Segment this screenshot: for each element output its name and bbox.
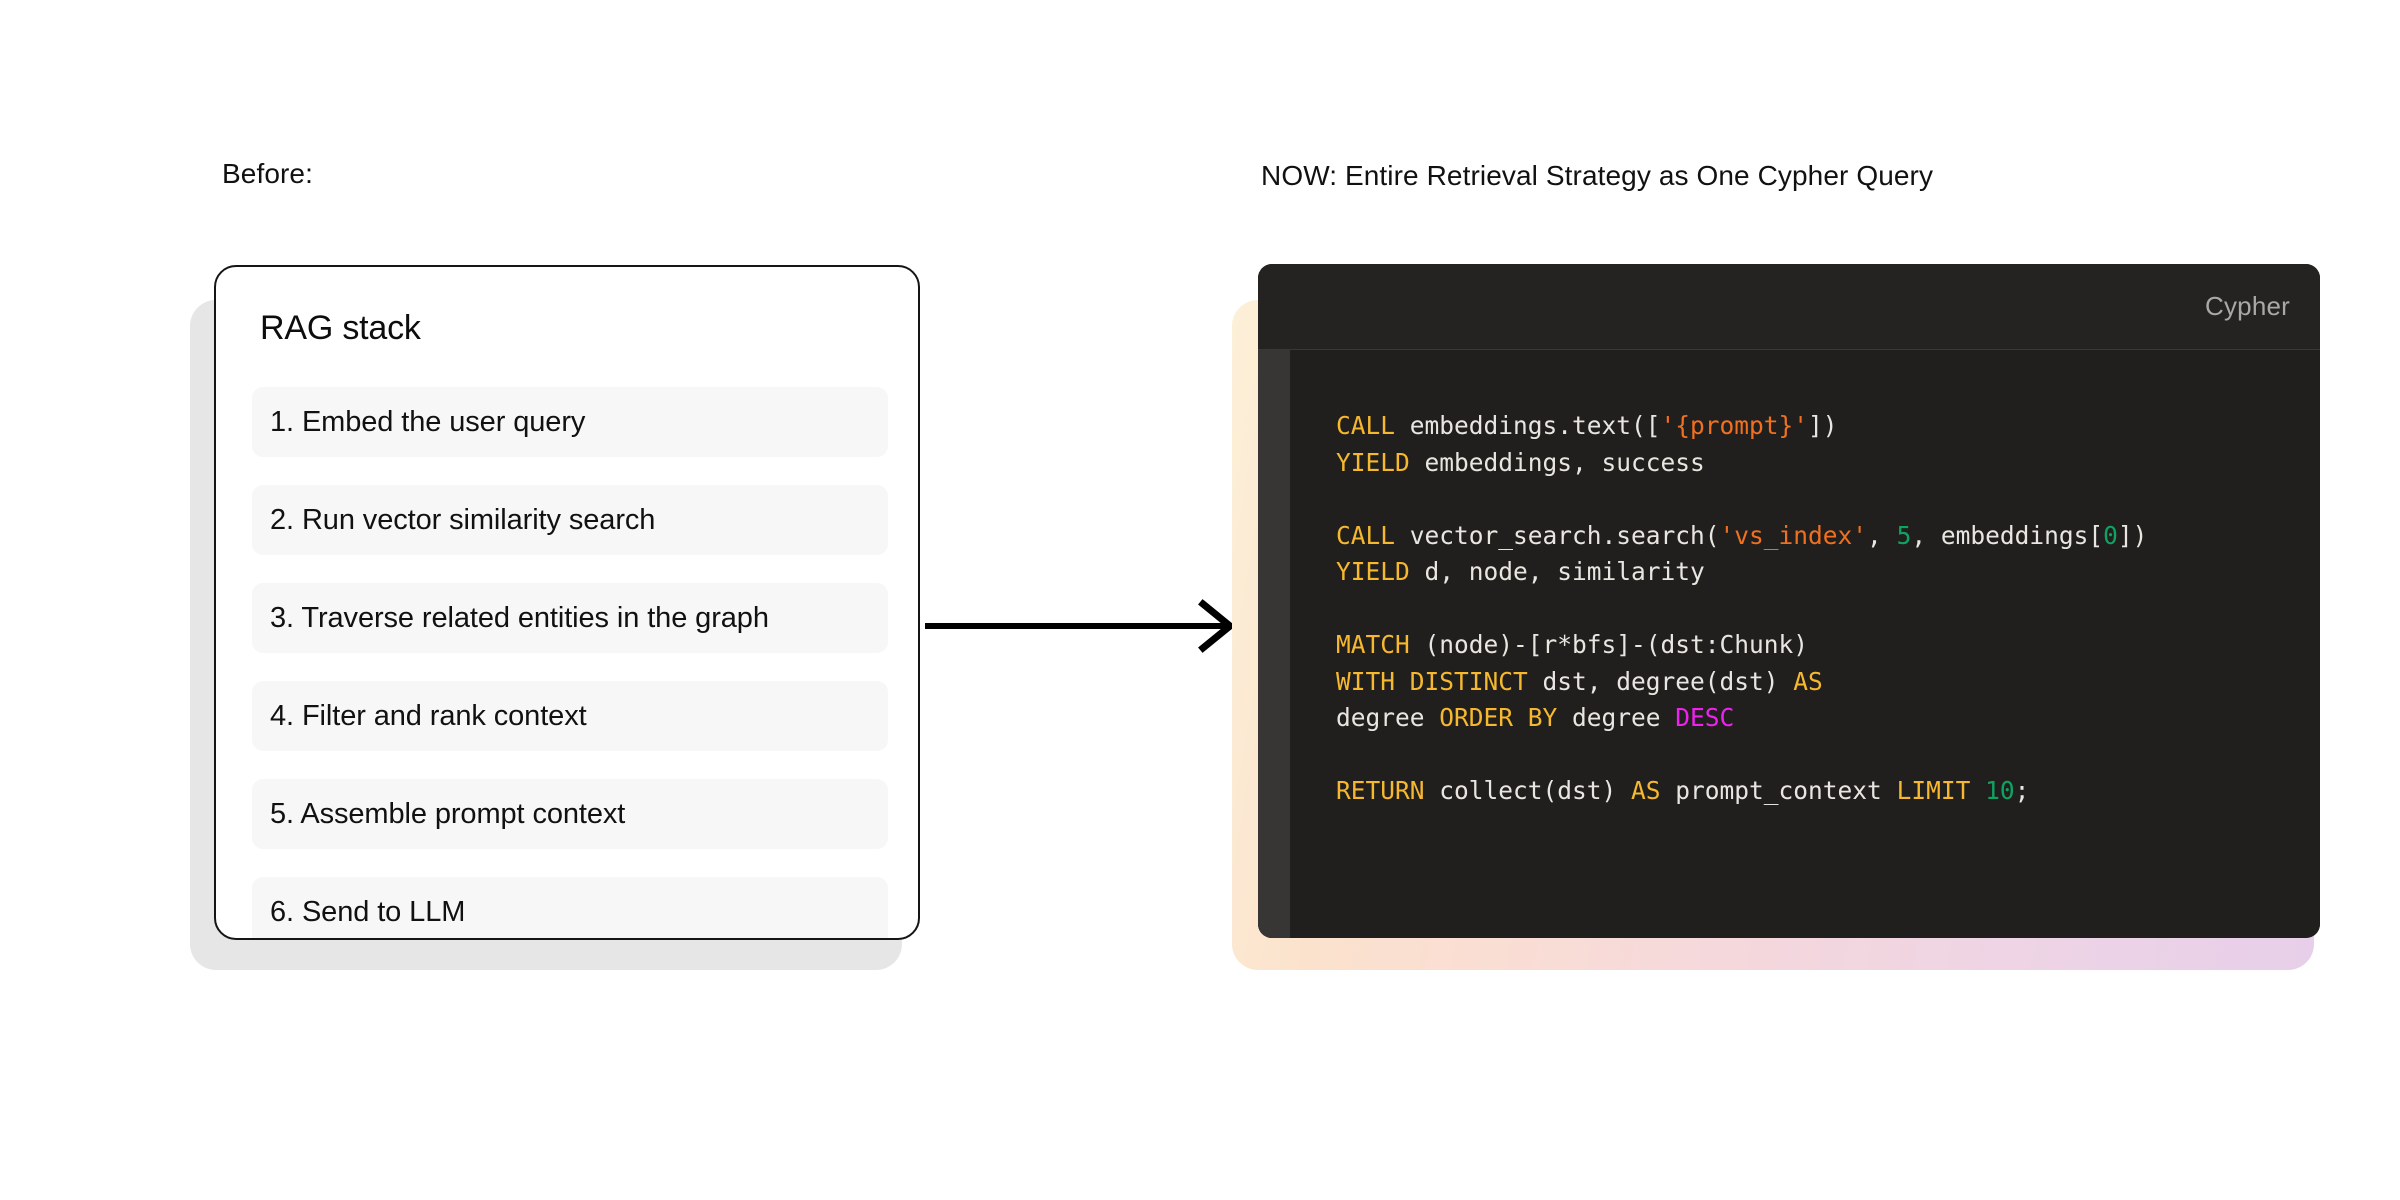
- list-item-label: 5. Assemble prompt context: [270, 797, 626, 830]
- code-token-kw: AS: [1631, 776, 1661, 805]
- rag-stack-card: RAG stack 1. Embed the user query 2. Run …: [214, 265, 920, 940]
- code-token-kw: ORDER BY: [1439, 703, 1558, 732]
- code-block-header: Cypher: [1258, 264, 2320, 350]
- right-arrow-icon: [925, 599, 1236, 653]
- code-token-kw: LIMIT: [1896, 776, 1971, 805]
- code-token-num: 5: [1896, 520, 1912, 550]
- code-line: CALL vector_search.search('vs_index', 5,…: [1336, 518, 2320, 555]
- list-item: 5. Assemble prompt context: [252, 779, 888, 849]
- list-item: 4. Filter and rank context: [252, 681, 888, 751]
- code-token-desc: DESC: [1675, 703, 1735, 732]
- rag-card-title: RAG stack: [260, 309, 421, 347]
- rag-step-list: 1. Embed the user query 2. Run vector sim…: [252, 387, 888, 938]
- code-line: WITH DISTINCT dst, degree(dst) AS: [1336, 664, 2320, 701]
- code-line: YIELD d, node, similarity: [1336, 554, 2320, 591]
- code-token-plain: [1970, 776, 1985, 805]
- code-token-plain: embeddings, success: [1409, 447, 1705, 477]
- code-line: RETURN collect(dst) AS prompt_context LI…: [1336, 773, 2320, 810]
- code-token-kw: WITH DISTINCT: [1336, 666, 1528, 696]
- code-token-kw: RETURN: [1336, 776, 1425, 805]
- code-token-plain: collect(dst): [1424, 776, 1632, 805]
- code-block-body: CALL embeddings.text(['{prompt}'])YIELD …: [1258, 350, 2320, 938]
- cypher-code-text[interactable]: CALL embeddings.text(['{prompt}'])YIELD …: [1290, 350, 2320, 938]
- code-token-plain: vector_search.search(: [1395, 520, 1720, 550]
- code-token-plain: degree: [1557, 703, 1676, 732]
- list-item: 2. Run vector similarity search: [252, 485, 888, 555]
- list-item: 6. Send to LLM: [252, 877, 888, 938]
- code-token-kw: CALL: [1336, 520, 1396, 550]
- code-token-plain: (node)-[r*bfs]-(dst:Chunk): [1409, 630, 1809, 659]
- now-section-label: NOW: Entire Retrieval Strategy as One Cy…: [1261, 160, 1934, 191]
- code-token-plain: ]): [1808, 411, 1838, 440]
- list-item-label: 1. Embed the user query: [270, 405, 586, 438]
- list-item-label: 6. Send to LLM: [270, 895, 466, 928]
- code-token-plain: ,: [1867, 520, 1897, 550]
- code-token-plain: ;: [2014, 776, 2030, 805]
- code-line: CALL embeddings.text(['{prompt}']): [1336, 408, 2320, 445]
- code-token-num: 0: [2103, 520, 2118, 550]
- code-token-plain: , embeddings[: [1911, 520, 2104, 550]
- code-language-label: Cypher: [2204, 291, 2290, 321]
- before-section-label: Before:: [222, 158, 313, 189]
- code-blank-line: [1336, 481, 2320, 518]
- code-token-plain: dst, degree(dst): [1527, 666, 1794, 696]
- code-blank-line: [1336, 737, 2320, 774]
- code-token-kw: YIELD: [1336, 557, 1410, 586]
- code-token-str: 'vs_index': [1719, 520, 1868, 550]
- transition-arrow: [925, 596, 1245, 656]
- code-token-kw: MATCH: [1336, 630, 1410, 659]
- code-token-plain: d, node, similarity: [1409, 557, 1705, 586]
- cypher-code-block: Cypher CALL embeddings.text(['{prompt}']…: [1258, 264, 2320, 938]
- code-line: YIELD embeddings, success: [1336, 445, 2320, 482]
- code-token-num: 10: [1985, 776, 2015, 805]
- list-item: 1. Embed the user query: [252, 387, 888, 457]
- code-blank-line: [1336, 591, 2320, 628]
- code-token-str: '{prompt}': [1660, 411, 1809, 440]
- code-token-plain: ]): [2117, 520, 2148, 550]
- code-token-kw: YIELD: [1336, 447, 1410, 477]
- code-gutter: [1258, 350, 1290, 938]
- code-token-plain: embeddings.text([: [1395, 411, 1661, 440]
- code-token-kw: CALL: [1336, 411, 1396, 440]
- code-token-plain: prompt_context: [1660, 776, 1897, 805]
- code-line: degree ORDER BY degree DESC: [1336, 700, 2320, 737]
- list-item-label: 3. Traverse related entities in the grap…: [270, 601, 769, 634]
- list-item-label: 2. Run vector similarity search: [270, 503, 656, 536]
- list-item-label: 4. Filter and rank context: [270, 699, 587, 732]
- list-item: 3. Traverse related entities in the grap…: [252, 583, 888, 653]
- code-token-kw: AS: [1793, 666, 1823, 696]
- code-line: MATCH (node)-[r*bfs]-(dst:Chunk): [1336, 627, 2320, 664]
- code-token-plain: degree: [1336, 703, 1440, 732]
